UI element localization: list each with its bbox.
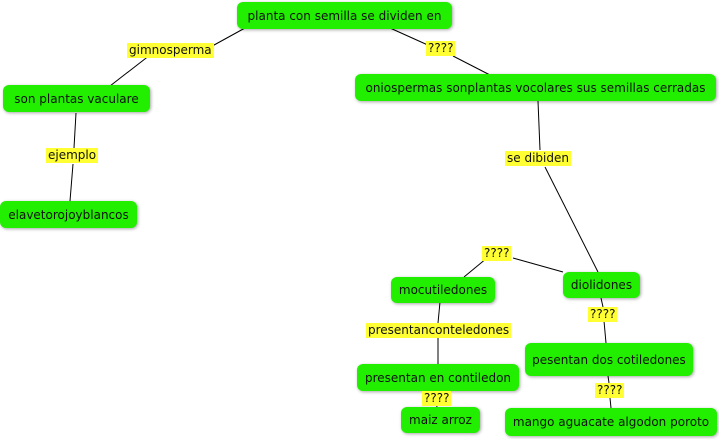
link-label-split: ???? bbox=[482, 246, 512, 261]
line-dico-desc-dico-ej-label bbox=[607, 375, 610, 384]
node-dico-descripcion[interactable]: pesentan dos cotiledones bbox=[525, 343, 693, 376]
link-label-dico-ej: ???? bbox=[595, 383, 625, 398]
line-angio-sedibiden bbox=[537, 100, 541, 151]
link-label-presentan: presentanconteledones bbox=[366, 323, 512, 338]
node-gimnospermas[interactable]: son plantas vaculare bbox=[3, 85, 150, 112]
line-root-angio-label bbox=[389, 27, 431, 47]
line-split-mono bbox=[463, 257, 488, 278]
link-label-gimnosperma: gimnosperma bbox=[127, 43, 214, 58]
line-sedibiden-dico bbox=[544, 166, 599, 273]
node-dico-ejemplos[interactable]: mango aguacate algodon poroto bbox=[505, 408, 717, 436]
line-angio-label-angio bbox=[452, 55, 491, 76]
node-mono-descripcion[interactable]: presentan en contiledon bbox=[357, 364, 519, 391]
line-dico-dico-desc-label bbox=[600, 297, 604, 308]
node-dicotiledoneas[interactable]: diolidones bbox=[563, 272, 640, 298]
line-ejemplo-ejemplo-gimno bbox=[69, 163, 74, 202]
node-ejemplo-gimnospermas[interactable]: elavetorojoyblancos bbox=[0, 201, 137, 228]
line-gimnosperma-gimno bbox=[109, 54, 151, 87]
link-label-se-dibiden: se dibiden bbox=[505, 151, 571, 166]
node-plantas-con-semilla[interactable]: planta con semilla se dividen en bbox=[237, 2, 452, 29]
link-label-ejemplo: ejemplo bbox=[46, 148, 99, 163]
link-label-root-angio: ???? bbox=[426, 41, 456, 56]
link-label-mono-ej: ???? bbox=[422, 391, 452, 406]
line-dico-ej-label-dico-ej bbox=[609, 397, 612, 409]
node-mono-ejemplos[interactable]: maiz arroz bbox=[401, 407, 480, 433]
line-split-dico bbox=[512, 257, 564, 273]
node-angiospermas[interactable]: oniospermas sonplantas vocolares sus sem… bbox=[355, 74, 716, 101]
line-gimno-ejemplo bbox=[73, 112, 77, 149]
link-label-dico-desc: ???? bbox=[588, 307, 618, 322]
node-monocotiledoneas[interactable]: mocutiledones bbox=[391, 277, 495, 303]
line-dico-desc-label-dico-desc bbox=[603, 320, 607, 344]
line-mono-presentan bbox=[437, 301, 441, 324]
